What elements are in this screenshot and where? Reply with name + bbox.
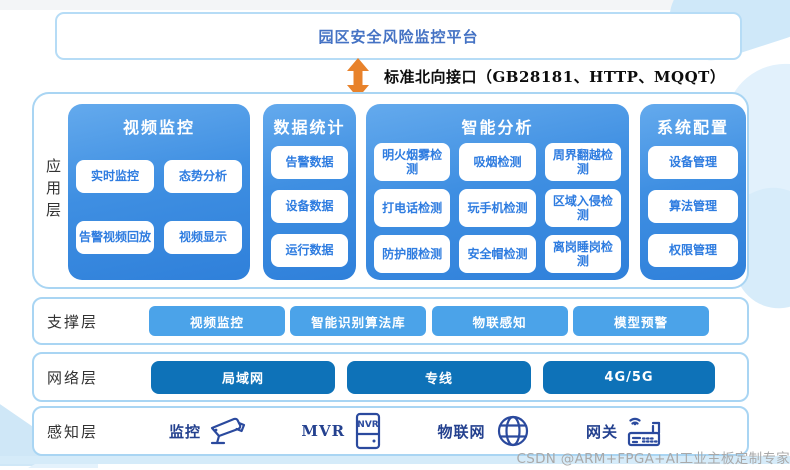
support-item: 模型预警: [572, 306, 709, 336]
perception-item-label: 物联网: [437, 422, 486, 441]
platform-title-bar: 园区安全风险监控平台: [55, 12, 742, 60]
perception-item-iot: 物联网: [438, 411, 533, 451]
support-item: 智能识别算法库: [290, 306, 427, 336]
group-intelligent-analysis: 智能分析 明火烟雾检测 吸烟检测 周界翻越检测 打电话检测 玩手机检测 区域入侵…: [366, 104, 629, 280]
feature-chip: 设备管理: [648, 146, 738, 179]
feature-chip: 明火烟雾检测: [374, 143, 451, 181]
group-items: 明火烟雾检测 吸烟检测 周界翻越检测 打电话检测 玩手机检测 区域入侵检测 防护…: [374, 143, 621, 273]
perception-layer-panel: 感知层 监控 MVR: [32, 406, 749, 456]
globe-icon: [493, 411, 533, 451]
group-data-statistics: 数据统计 告警数据 设备数据 运行数据: [263, 104, 356, 280]
application-layer-panel: 应用层 视频监控 实时监控 态势分析 告警视频回放 视频显示 数据统计 告警数据…: [32, 92, 749, 289]
feature-chip: 打电话检测: [374, 189, 451, 227]
nvr-icon-text: NVR: [357, 420, 378, 430]
group-items: 告警数据 设备数据 运行数据: [271, 143, 348, 270]
support-layer-items: 视频监控 智能识别算法库 物联感知 模型预警: [121, 306, 747, 336]
feature-chip: 区域入侵检测: [544, 189, 621, 227]
nvr-icon: NVR: [352, 411, 384, 451]
perception-item-nvr: MVR NVR: [301, 411, 384, 451]
group-items: 实时监控 态势分析 告警视频回放 视频显示: [76, 143, 242, 270]
support-layer-panel: 支撑层 视频监控 智能识别算法库 物联感知 模型预警: [32, 297, 749, 345]
feature-chip: 态势分析: [164, 159, 242, 193]
support-item: 物联感知: [431, 306, 568, 336]
feature-chip: 玩手机检测: [459, 189, 536, 227]
group-video-monitoring: 视频监控 实时监控 态势分析 告警视频回放 视频显示: [68, 104, 250, 280]
feature-chip: 防护服检测: [374, 235, 451, 273]
feature-chip: 视频显示: [164, 220, 242, 254]
perception-item-label: 网关: [585, 422, 618, 441]
group-system-config: 系统配置 设备管理 算法管理 权限管理: [640, 104, 746, 280]
feature-chip: 告警数据: [271, 146, 348, 179]
feature-chip: 算法管理: [648, 190, 738, 223]
network-layer-label: 网络层: [47, 368, 99, 387]
feature-chip: 设备数据: [271, 190, 348, 223]
network-layer-items: 局域网 专线 4G/5G: [121, 360, 747, 394]
perception-item-label: 监控: [169, 422, 202, 441]
network-item: 局域网: [151, 360, 335, 394]
network-layer-panel: 网络层 局域网 专线 4G/5G: [32, 352, 749, 402]
feature-chip: 吸烟检测: [459, 143, 536, 181]
group-items: 设备管理 算法管理 权限管理: [648, 143, 738, 270]
support-item: 视频监控: [149, 306, 285, 336]
feature-chip: 实时监控: [76, 159, 154, 193]
application-layer-label: 应用层: [44, 157, 62, 224]
feature-chip: 周界翻越检测: [544, 143, 621, 181]
watermark-text: CSDN @ARM+FPGA+AI工业主板定制专家: [516, 451, 790, 467]
top-band-decoration: [0, 0, 790, 10]
platform-title: 园区安全风险监控平台: [318, 27, 479, 46]
camera-icon: [208, 412, 248, 450]
support-layer-label: 支撑层: [47, 312, 99, 331]
perception-item-gateway: 网关: [586, 411, 669, 451]
perception-layer-label: 感知层: [47, 422, 99, 441]
bottom-strip-decoration: [0, 456, 790, 464]
north-interface-arrow-icon: [345, 58, 371, 102]
feature-chip: 离岗睡岗检测: [544, 235, 621, 273]
north-interface-label: 标准北向接口（GB28181、HTTP、MQQT）: [384, 68, 726, 86]
feature-chip: 安全帽检测: [459, 235, 536, 273]
perception-item-label: MVR: [301, 422, 346, 440]
network-item: 专线: [347, 360, 531, 394]
perception-layer-items: 监控 MVR: [121, 411, 747, 451]
group-title: 数据统计: [273, 118, 346, 137]
group-title: 系统配置: [656, 118, 729, 137]
group-title: 视频监控: [122, 118, 195, 137]
network-item: 4G/5G: [543, 360, 715, 394]
feature-chip: 运行数据: [271, 234, 348, 267]
gateway-icon: [625, 411, 669, 451]
perception-item-camera: 监控: [169, 411, 248, 451]
feature-chip: 权限管理: [648, 234, 738, 267]
feature-chip: 告警视频回放: [76, 220, 154, 254]
group-title: 智能分析: [461, 118, 534, 137]
